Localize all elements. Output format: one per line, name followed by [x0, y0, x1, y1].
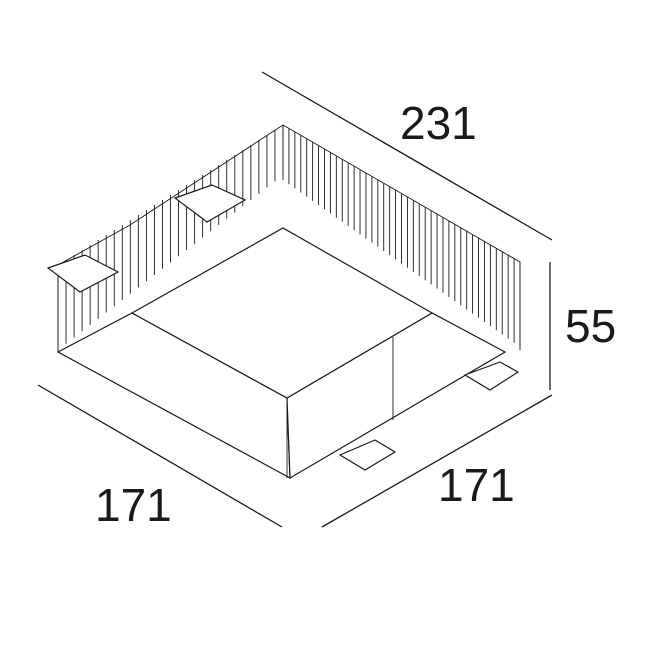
clip — [463, 361, 520, 391]
dimension-lines — [37, 71, 553, 528]
dimension-height-label: 55 — [565, 300, 617, 352]
dim-line-width-left — [37, 384, 283, 528]
dimension-width-left-label: 171 — [95, 479, 172, 531]
mounting-bracket — [173, 184, 247, 223]
clip — [338, 439, 397, 471]
dim-line-length — [261, 71, 553, 241]
housing-body — [46, 124, 521, 480]
dim-line-width-right — [321, 394, 553, 528]
dimension-width-right-label: 171 — [438, 459, 515, 511]
inner-square-top — [130, 227, 434, 399]
mounting-bracket — [46, 254, 120, 293]
dimension-length-label: 231 — [400, 97, 477, 149]
